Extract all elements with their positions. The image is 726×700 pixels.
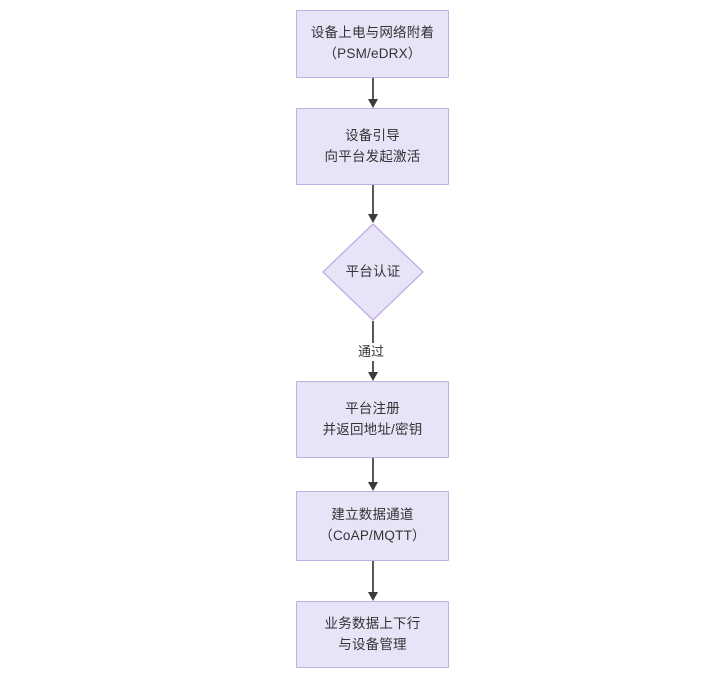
connector-stem [372, 561, 374, 593]
node-service-data-line-1: 业务数据上下行 [324, 615, 421, 631]
node-service-data-line-2: 与设备管理 [338, 636, 407, 652]
node-power-on-line-2: （PSM/eDRX） [323, 46, 422, 61]
arrowhead-icon [368, 482, 378, 491]
node-power-on-line-1: 设备上电与网络附着 [310, 25, 435, 41]
node-platform-auth[interactable]: 平台认证 [322, 223, 424, 321]
connector-data-channel-to-service-data [368, 561, 378, 601]
node-platform-register-line-1: 平台注册 [345, 400, 400, 416]
connector-stem [372, 78, 374, 100]
connector-stem [372, 458, 374, 483]
node-platform-auth-label: 平台认证 [345, 263, 401, 279]
node-bootstrap[interactable]: 设备引导 向平台发起激活 [296, 108, 449, 185]
arrowhead-icon [368, 372, 378, 381]
node-data-channel-line-2: （CoAP/MQTT） [319, 528, 426, 543]
node-data-channel[interactable]: 建立数据通道 （CoAP/MQTT） [296, 491, 449, 561]
edge-label-pass: 通过 [355, 343, 388, 361]
connector-power-on-to-bootstrap [368, 78, 378, 108]
node-bootstrap-line-1: 设备引导 [345, 127, 400, 143]
diamond-shape-icon [322, 223, 424, 321]
node-platform-register-line-2: 并返回地址/密钥 [322, 421, 423, 437]
connector-bootstrap-to-platform-auth [368, 185, 378, 223]
arrowhead-icon [368, 592, 378, 601]
node-service-data[interactable]: 业务数据上下行 与设备管理 [296, 601, 449, 668]
node-bootstrap-line-2: 向平台发起激活 [324, 148, 421, 164]
node-power-on[interactable]: 设备上电与网络附着 （PSM/eDRX） [296, 10, 449, 78]
connector-register-to-data-channel [368, 458, 378, 491]
node-platform-register[interactable]: 平台注册 并返回地址/密钥 [296, 381, 449, 458]
connector-stem [372, 185, 374, 215]
arrowhead-icon [368, 214, 378, 223]
arrowhead-icon [368, 99, 378, 108]
node-data-channel-line-1: 建立数据通道 [331, 507, 414, 523]
